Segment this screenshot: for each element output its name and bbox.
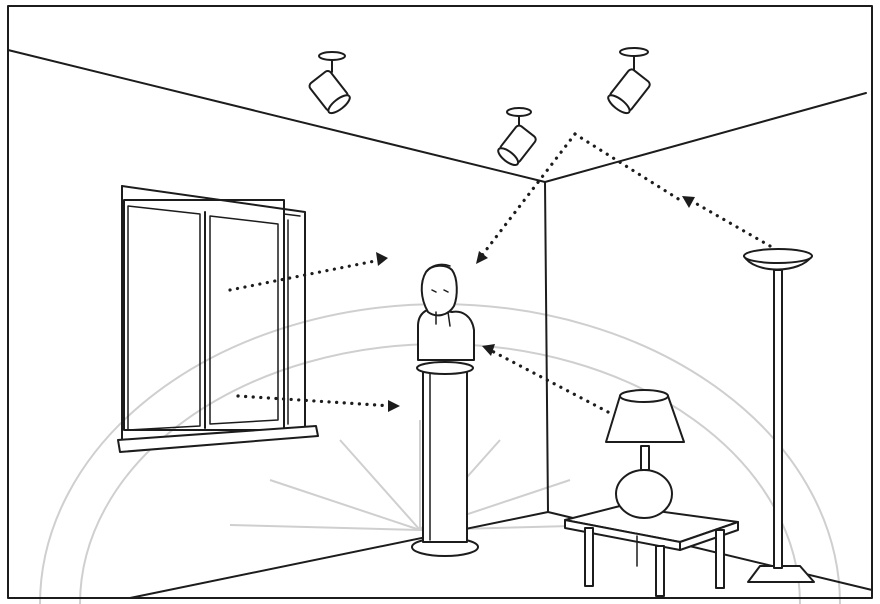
ceiling-spotlight-center [496,108,538,168]
light-path-table-lamp [490,350,608,412]
ceiling-spotlight-right [606,48,652,116]
table-lamp [606,390,684,518]
ceiling-spotlight-left [308,52,352,116]
bust [418,264,474,360]
window [118,186,318,452]
light-path-window-lower [238,396,392,406]
light-path-ceiling-reflect [575,134,680,200]
arrowhead-ceiling [476,251,488,264]
light-path-floor-lamp [690,200,770,246]
arrowhead-floor-lamp [682,196,695,208]
arrowhead-window-upper [376,252,388,266]
arrowhead-window-lower [388,400,400,412]
arrowhead-table-lamp [482,344,495,356]
floor-lamp [744,249,814,582]
